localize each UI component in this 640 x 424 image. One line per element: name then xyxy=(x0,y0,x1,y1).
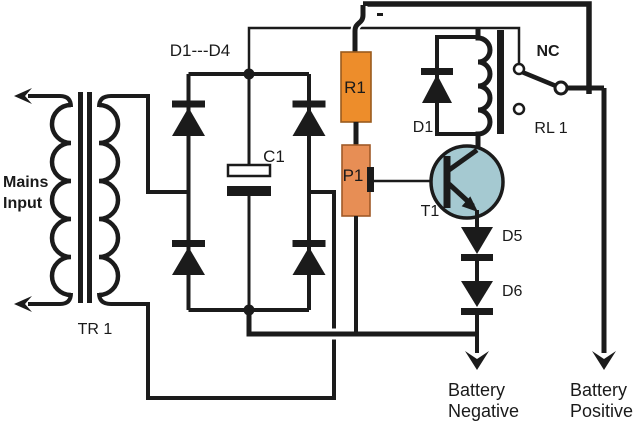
transistor-collector-line xyxy=(447,147,479,173)
junction-dot-bridge-positive xyxy=(243,68,255,80)
potentiometer-label: P1 xyxy=(343,166,364,185)
capacitor-c1 xyxy=(226,74,272,310)
capacitor-positive-plate xyxy=(226,163,272,178)
diode-bottom-left-cathode-bar xyxy=(172,240,205,247)
battery-negative-arrow-icon xyxy=(465,351,489,370)
junction-dot-bridge-negative xyxy=(243,304,255,316)
nc-contact-label: NC xyxy=(536,43,560,60)
relay-nc-contact-icon xyxy=(512,62,526,76)
diode-d6-cathode-bar xyxy=(461,308,493,315)
diode-top-left-icon xyxy=(172,107,205,136)
battery-negative-label-line1: Battery xyxy=(448,380,505,400)
transformer-label: TR 1 xyxy=(78,321,113,338)
battery-positive-label-line1: Battery xyxy=(570,380,627,400)
resistor-r1: R1 xyxy=(340,51,372,123)
diode-d6-label: D6 xyxy=(502,283,523,300)
flyback-diode-cathode-bar xyxy=(421,68,453,75)
diode-d5-cathode-bar xyxy=(461,254,493,261)
transformer xyxy=(14,88,121,312)
bridge-label: D1---D4 xyxy=(170,41,230,60)
capacitor-label: C1 xyxy=(263,147,285,166)
diode-bottom-right-icon xyxy=(292,247,326,275)
output-diodes xyxy=(461,210,493,370)
stray-dash-mark xyxy=(377,13,383,16)
battery-positive-label-line2: Positive xyxy=(570,401,633,421)
r1-top-hook-wire xyxy=(352,5,366,53)
transformer-primary-winding xyxy=(49,102,72,298)
transistor-t1 xyxy=(429,134,505,220)
diode-top-left-cathode-bar xyxy=(172,100,205,108)
mains-top-arrow-icon xyxy=(14,88,32,104)
flyback-diode-d1 xyxy=(421,35,478,136)
relay-coil-winding xyxy=(475,29,493,152)
flyback-diode-icon xyxy=(422,74,452,103)
flyback-diode-label: D1 xyxy=(413,119,434,136)
relay-switch-arm xyxy=(521,69,557,89)
potentiometer-wiper-bar xyxy=(367,167,374,192)
battery-positive-arrow-icon xyxy=(592,351,616,370)
diode-bottom-right-cathode-bar xyxy=(292,240,326,247)
relay-switch xyxy=(512,62,604,116)
negative-rail xyxy=(246,312,477,337)
relay-no-contact-icon xyxy=(512,102,526,116)
battery-negative-label-line2: Negative xyxy=(448,401,519,421)
transistor-label: T1 xyxy=(421,203,440,220)
resistor-label: R1 xyxy=(344,78,366,97)
diode-d6-icon xyxy=(461,281,493,307)
diode-d5-label: D5 xyxy=(502,228,523,245)
diode-top-right-cathode-bar xyxy=(292,100,326,108)
wire-mains-top xyxy=(28,94,73,108)
mains-input-label-line1: Mains xyxy=(3,174,48,191)
mains-input-label-line2: Input xyxy=(3,195,43,212)
wire-bridge-positive-to-nc xyxy=(247,26,521,74)
transistor-emitter-arrow-icon xyxy=(461,196,478,212)
wire-mains-bottom xyxy=(28,292,73,306)
labels: D1---D4 Mains Input TR 1 C1 D1 NC RL 1 T… xyxy=(3,41,633,421)
relay-label: RL 1 xyxy=(534,120,567,137)
mains-bottom-arrow-icon xyxy=(14,296,32,312)
relay-coil xyxy=(475,29,504,152)
diode-bottom-left-icon xyxy=(172,247,205,275)
capacitor-negative-plate xyxy=(227,186,271,196)
diode-top-right-icon xyxy=(292,107,326,136)
transformer-secondary-winding xyxy=(98,102,121,298)
relay-pole-contact-icon xyxy=(553,80,569,96)
diode-d5-icon xyxy=(461,227,493,254)
positive-top-rail xyxy=(363,1,592,94)
potentiometer-p1: P1 xyxy=(341,144,374,217)
